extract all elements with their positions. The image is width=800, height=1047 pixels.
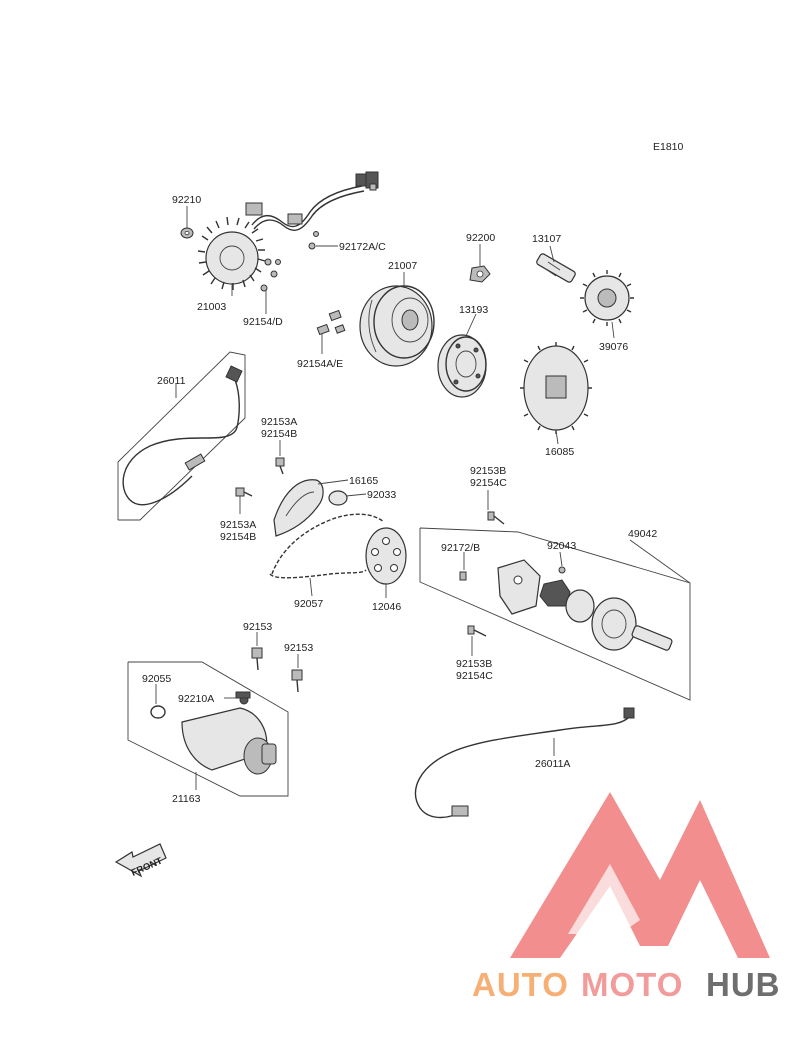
- stator-assembly: [197, 171, 379, 290]
- label-92210a: 92210A: [178, 693, 214, 705]
- sprocket-16085: [520, 342, 592, 434]
- label-92043: 92043: [547, 540, 576, 552]
- nut-92200: [469, 265, 491, 283]
- label-92154b-top: 92154B: [261, 428, 297, 440]
- label-92172b: 92172/B: [441, 542, 480, 554]
- label-21007: 21007: [388, 260, 417, 272]
- label-92153a-bot: 92153A: [220, 519, 256, 531]
- label-92154b-bot: 92154B: [220, 531, 256, 543]
- label-49042: 49042: [628, 528, 657, 540]
- sprocket-12046: [365, 527, 407, 585]
- gear-39076: [580, 270, 634, 326]
- rotor-21007: [359, 285, 435, 367]
- bolt-92153-b: [291, 669, 303, 693]
- shaft-13107: [536, 253, 576, 283]
- label-13193: 13193: [459, 304, 488, 316]
- bolt-92153a-bot: [235, 487, 253, 497]
- stator-screws: [260, 231, 319, 292]
- label-21003: 21003: [197, 301, 226, 313]
- label-16085: 16085: [545, 446, 574, 458]
- label-92153b-top: 92153B: [470, 465, 506, 477]
- label-12046: 12046: [372, 601, 401, 613]
- cable-26011-box: [117, 351, 246, 521]
- label-16165: 16165: [349, 475, 378, 487]
- label-92154c-top: 92154C: [470, 477, 507, 489]
- label-92200: 92200: [466, 232, 495, 244]
- chain-92057: [269, 513, 385, 579]
- cover-16165: [273, 479, 324, 537]
- assembly-49042-box: [419, 511, 691, 701]
- front-arrow: FRONT: [114, 843, 167, 879]
- label-92033: 92033: [367, 489, 396, 501]
- label-92057: 92057: [294, 598, 323, 610]
- label-39076: 39076: [599, 341, 628, 353]
- logo-word-auto: AUTO: [472, 966, 569, 1003]
- label-92153-a: 92153: [243, 621, 272, 633]
- cable-26011a: [414, 707, 635, 819]
- logo-word-moto: MOTO: [581, 966, 683, 1003]
- label-92154c-bot: 92154C: [456, 670, 493, 682]
- label-13107: 13107: [532, 233, 561, 245]
- label-92153a-top: 92153A: [261, 416, 297, 428]
- bolt-92153-a: [251, 647, 263, 671]
- automotohub-logo: AUTO MOTO HUB: [472, 792, 781, 1003]
- label-92153b-bot: 92153B: [456, 658, 492, 670]
- label-92154ae: 92154A/E: [297, 358, 343, 370]
- ring-92033: [328, 490, 348, 506]
- label-92055: 92055: [142, 673, 171, 685]
- label-21163: 21163: [172, 793, 201, 805]
- bolts-92154ae: [316, 309, 346, 336]
- label-92153-b: 92153: [284, 642, 313, 654]
- label-92172ac: 92172A/C: [339, 241, 386, 253]
- bolt-92153a-top: [275, 457, 285, 475]
- starter-clutch-13193: [437, 334, 487, 398]
- label-26011a: 26011A: [535, 758, 570, 770]
- logo-word-hub: HUB: [706, 966, 781, 1003]
- starter-motor-box: [127, 661, 289, 797]
- washer-92210: [180, 227, 194, 239]
- label-92154d: 92154/D: [243, 316, 283, 328]
- label-26011: 26011: [157, 375, 186, 387]
- label-92210: 92210: [172, 194, 201, 206]
- diagram-code: E1810: [653, 141, 684, 153]
